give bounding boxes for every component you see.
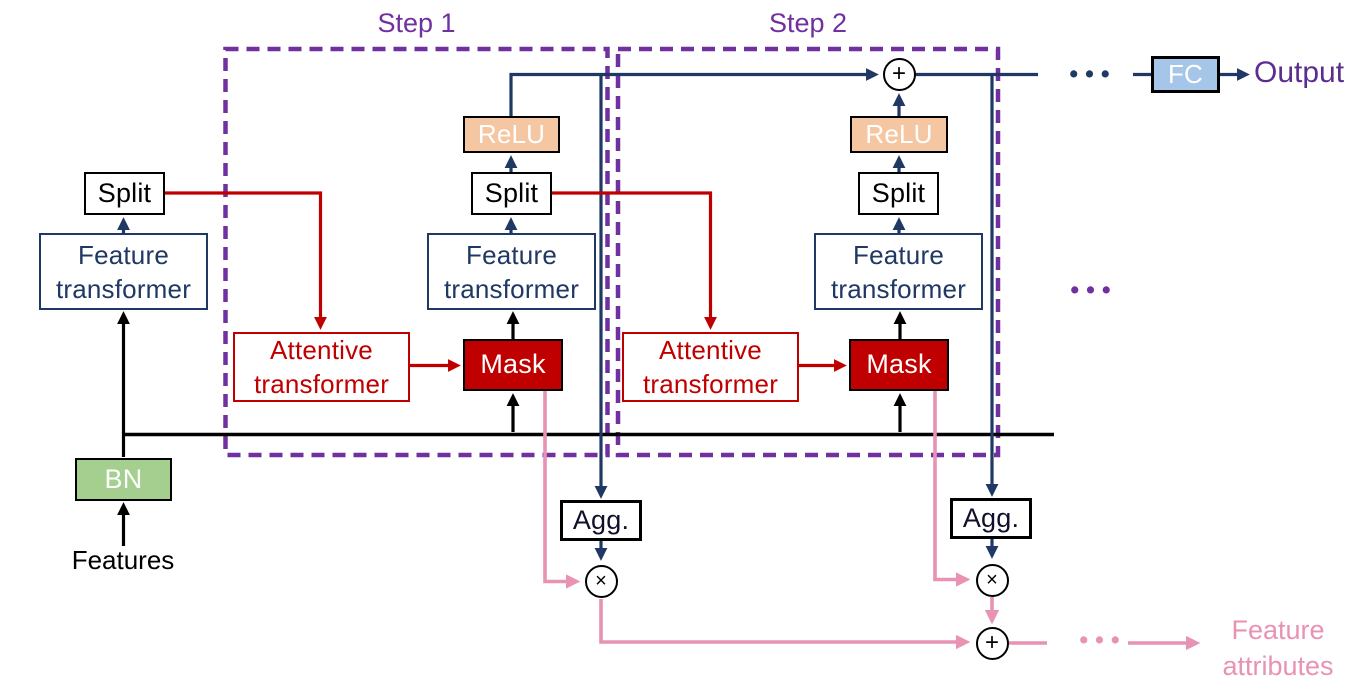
add-node-attributes: +: [975, 626, 1009, 660]
agg-box-2: Agg.: [950, 498, 1032, 539]
feature-transformer-box-2: Feature transformer: [814, 233, 983, 310]
feature-attributes-line1: Feature: [1231, 615, 1325, 645]
ellipsis-decision: •••: [1069, 60, 1117, 88]
black-wires: [117, 311, 1054, 546]
features-label: Features: [71, 545, 175, 575]
relu-box-2: ReLU: [850, 116, 948, 153]
wire-mult1-to-sum-bottom: [599, 599, 971, 650]
fc-box: FC: [1151, 56, 1220, 93]
split-box-1: Split: [471, 172, 552, 215]
step2-boundary: [615, 46, 1001, 458]
feature-transformer-box-1: Feature transformer: [427, 233, 596, 310]
step2-label: Step 2: [768, 8, 848, 38]
step1-boundary: [223, 46, 610, 458]
bn-box: BN: [75, 458, 172, 501]
output-label: Output: [1254, 56, 1345, 89]
wire-split1-to-attentive2: [552, 191, 717, 330]
mask-box-2: Mask: [849, 339, 949, 391]
relu-box-1: ReLU: [463, 116, 560, 153]
attentive-transformer-box-2: Attentive transformer: [622, 332, 799, 402]
multiply-node-1: ×: [584, 565, 618, 598]
ellipsis-steps: •••: [1070, 276, 1118, 304]
navy-wires: [117, 68, 1250, 561]
split-box-2: Split: [858, 172, 939, 215]
feature-attributes-label: Feature attributes: [1198, 612, 1358, 684]
wire-relu1-to-sum: [509, 68, 879, 117]
step1-label: Step 1: [377, 8, 456, 38]
agg-box-1: Agg.: [560, 500, 642, 541]
wire-mask1-to-mult1: [543, 391, 581, 589]
multiply-node-2: ×: [975, 563, 1009, 597]
wire-split0-to-attentive1: [165, 191, 327, 330]
add-node-decision: +: [882, 57, 916, 91]
pink-wires: [543, 391, 1201, 651]
mask-box-1: Mask: [463, 339, 563, 391]
attentive-transformer-box-1: Attentive transformer: [233, 332, 410, 402]
ellipsis-attributes: •••: [1079, 626, 1127, 654]
split-box-0: Split: [84, 172, 165, 215]
red-wires: [165, 191, 847, 372]
feature-attributes-line2: attributes: [1222, 651, 1334, 681]
wire-mask2-to-mult2: [933, 391, 971, 587]
feature-transformer-box-0: Feature transformer: [39, 233, 208, 310]
